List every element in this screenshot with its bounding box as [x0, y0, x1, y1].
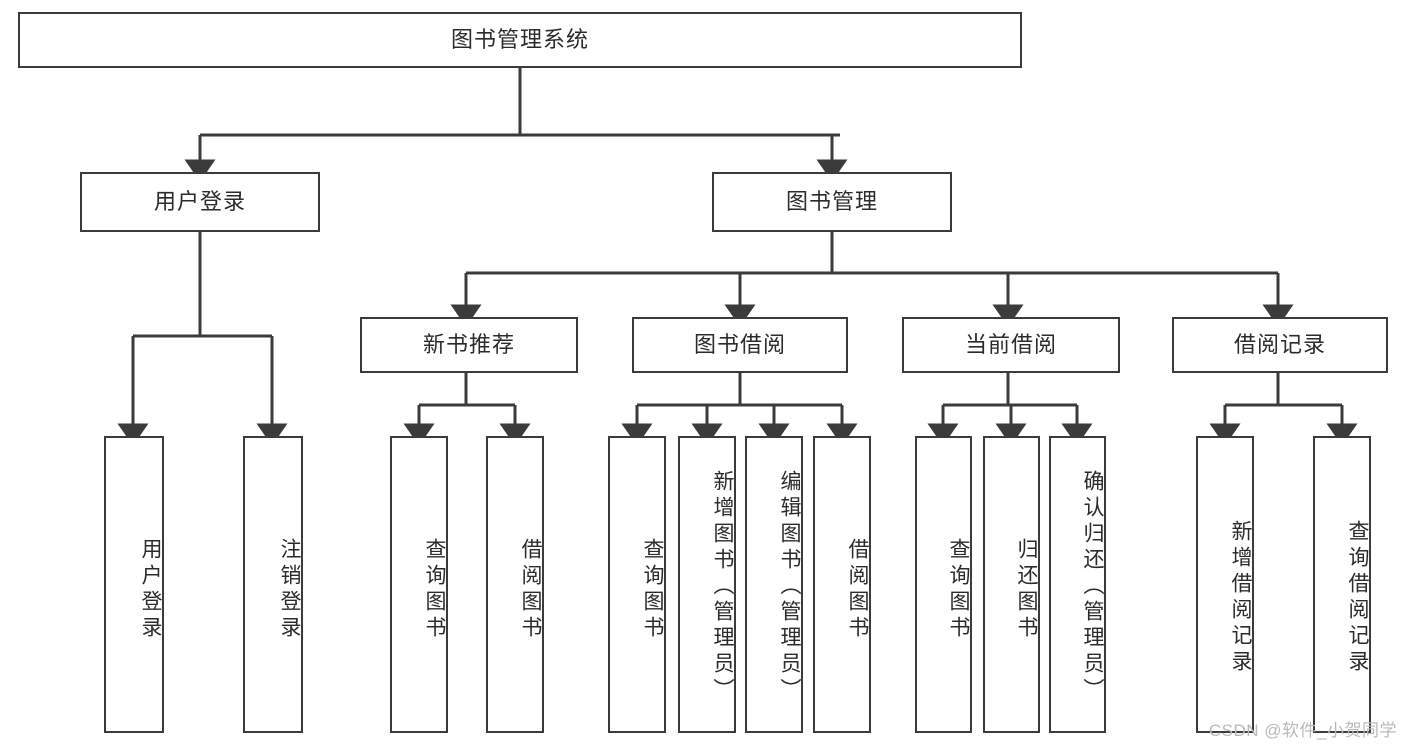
leaf-logout[interactable]: 注销登录 [243, 436, 303, 733]
node-label: 查询借阅记录 [1346, 519, 1369, 676]
leaf-return-book[interactable]: 归还图书 [983, 436, 1040, 733]
node-label: 注销登录 [278, 537, 301, 642]
leaf-edit-book-admin[interactable]: 编辑图书（管理员） [745, 436, 803, 733]
leaf-confirm-return-admin[interactable]: 确认归还（管理员） [1049, 436, 1106, 733]
node-label: 新增图书（管理员） [711, 469, 734, 704]
node-label: 图书管理系统 [450, 26, 589, 52]
node-label: 借阅记录 [1233, 331, 1326, 357]
node-user-login[interactable]: 用户登录 [80, 172, 320, 232]
leaf-query-book-recommend[interactable]: 查询图书 [390, 436, 448, 733]
leaf-borrow-book[interactable]: 借阅图书 [813, 436, 871, 733]
csdn-watermark: CSDN @软件_小贺同学 [1208, 721, 1397, 740]
node-book-management[interactable]: 图书管理 [712, 172, 952, 232]
node-label: 图书管理 [785, 188, 878, 214]
node-label: 用户登录 [139, 537, 162, 642]
node-label: 当前借阅 [964, 331, 1057, 357]
node-label: 归还图书 [1015, 537, 1038, 642]
leaf-user-login[interactable]: 用户登录 [104, 436, 164, 733]
leaf-add-borrow-record[interactable]: 新增借阅记录 [1196, 436, 1254, 733]
leaf-add-book-admin[interactable]: 新增图书（管理员） [678, 436, 736, 733]
node-label: 确认归还（管理员） [1081, 469, 1104, 704]
node-label: 借阅图书 [519, 537, 542, 642]
leaf-query-borrow-record[interactable]: 查询借阅记录 [1313, 436, 1371, 733]
node-label: 查询图书 [947, 537, 970, 642]
leaf-borrow-book-recommend[interactable]: 借阅图书 [486, 436, 544, 733]
leaf-query-book-borrow[interactable]: 查询图书 [608, 436, 666, 733]
node-label: 编辑图书（管理员） [778, 469, 801, 704]
node-label: 新增借阅记录 [1229, 519, 1252, 676]
node-label: 查询图书 [423, 537, 446, 642]
node-new-book-recommend[interactable]: 新书推荐 [360, 317, 578, 373]
node-label: 查询图书 [641, 537, 664, 642]
node-borrow-record[interactable]: 借阅记录 [1172, 317, 1388, 373]
node-label: 图书借阅 [693, 331, 786, 357]
leaf-query-book-current[interactable]: 查询图书 [915, 436, 972, 733]
node-label: 用户登录 [153, 188, 246, 214]
node-root-system[interactable]: 图书管理系统 [18, 12, 1022, 68]
node-label: 新书推荐 [422, 331, 515, 357]
node-label: 借阅图书 [846, 537, 869, 642]
node-current-borrow[interactable]: 当前借阅 [902, 317, 1120, 373]
node-book-borrow[interactable]: 图书借阅 [632, 317, 848, 373]
